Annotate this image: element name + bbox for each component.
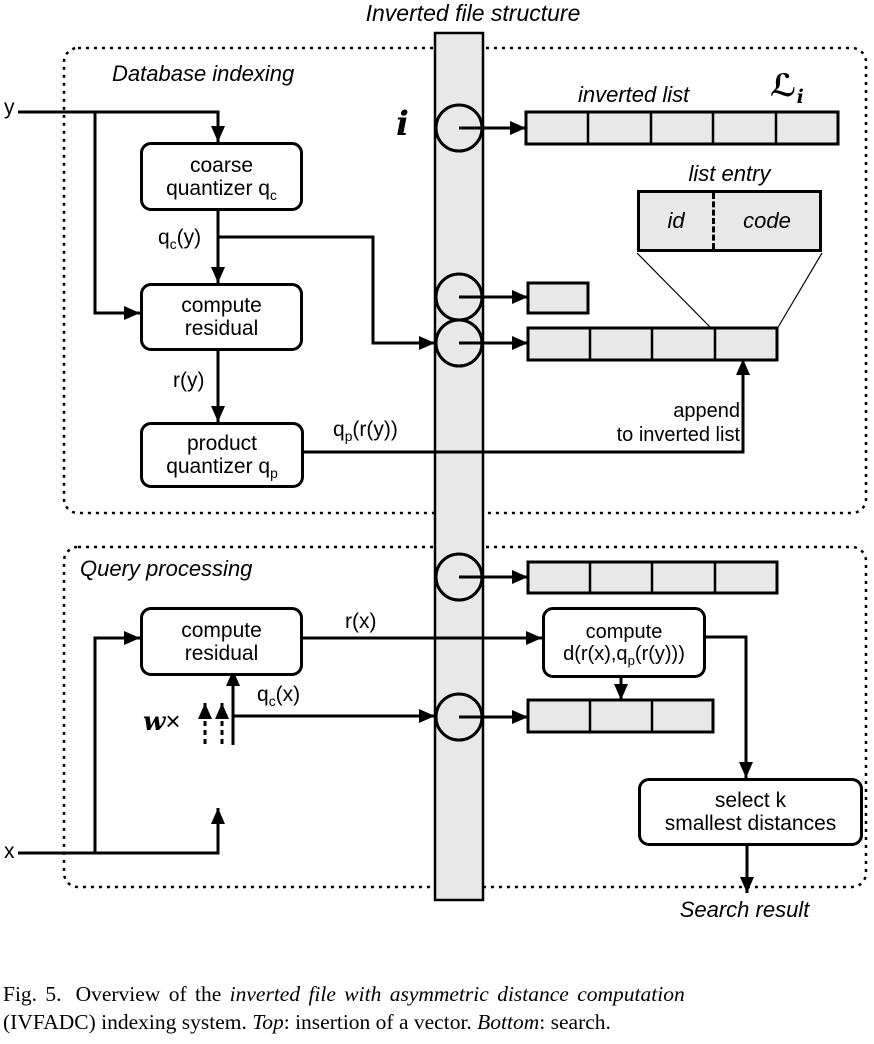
coarse-quantizer-db-box: coarse quantizer qc [140,142,303,211]
compute-residual-q-box: compute residual [140,607,303,676]
query-top-list [526,560,779,595]
list-entry-box: id code [637,190,822,252]
query-processing-label: Query processing [80,556,253,581]
y-input-line [18,110,225,142]
list-entry-label: list entry [688,161,771,186]
select-k-box: select k smallest distances [638,778,863,846]
qpry-label: qp(r(y)) [333,418,398,445]
caption-fig-number: Fig. 5. [3,982,62,1006]
list-entry-code: code [712,193,819,249]
input-x-label: x [4,840,15,863]
y-branch-line [93,112,140,320]
append-label: append to inverted list [616,400,740,446]
qcx-label: qc(x) [257,683,301,710]
compute-residual-db-box: compute residual [140,283,303,351]
qcy-label: qc(y) [158,226,202,253]
inverted-list-cells [524,110,840,146]
list-entry-funnel [636,252,823,330]
distance-to-select-line [700,635,753,778]
x-branch-line [93,631,140,853]
inverted-file-bar [433,31,485,902]
product-quantizer-box: product quantizer qp [140,422,304,488]
search-result-label: Search result [679,897,810,922]
inverted-list-label: inverted list [578,82,690,107]
diagram-connectors [18,31,868,902]
w-times-label: w× [143,706,181,737]
ry-label: r(y) [173,369,205,392]
figure-caption: Fig. 5.Overview of the inverted file wit… [3,982,685,1034]
index-i-symbol: i [396,104,409,144]
input-y-label: y [4,96,15,119]
qcy-line [218,235,435,350]
x-input-line [18,808,225,855]
rx-label: r(x) [345,610,377,633]
diagram-title: Inverted file structure [365,0,581,26]
db-append-list [526,326,779,362]
inverted-list-symbol: ℒi [770,68,804,109]
qpry-append-line [298,359,750,454]
database-indexing-label: Database indexing [112,61,295,86]
list-entry-id: id [667,208,685,233]
db-small-list [526,281,590,315]
compute-distance-box: compute d(r(x),qp(r(y))) [542,607,706,678]
query-bottom-list [526,698,715,734]
